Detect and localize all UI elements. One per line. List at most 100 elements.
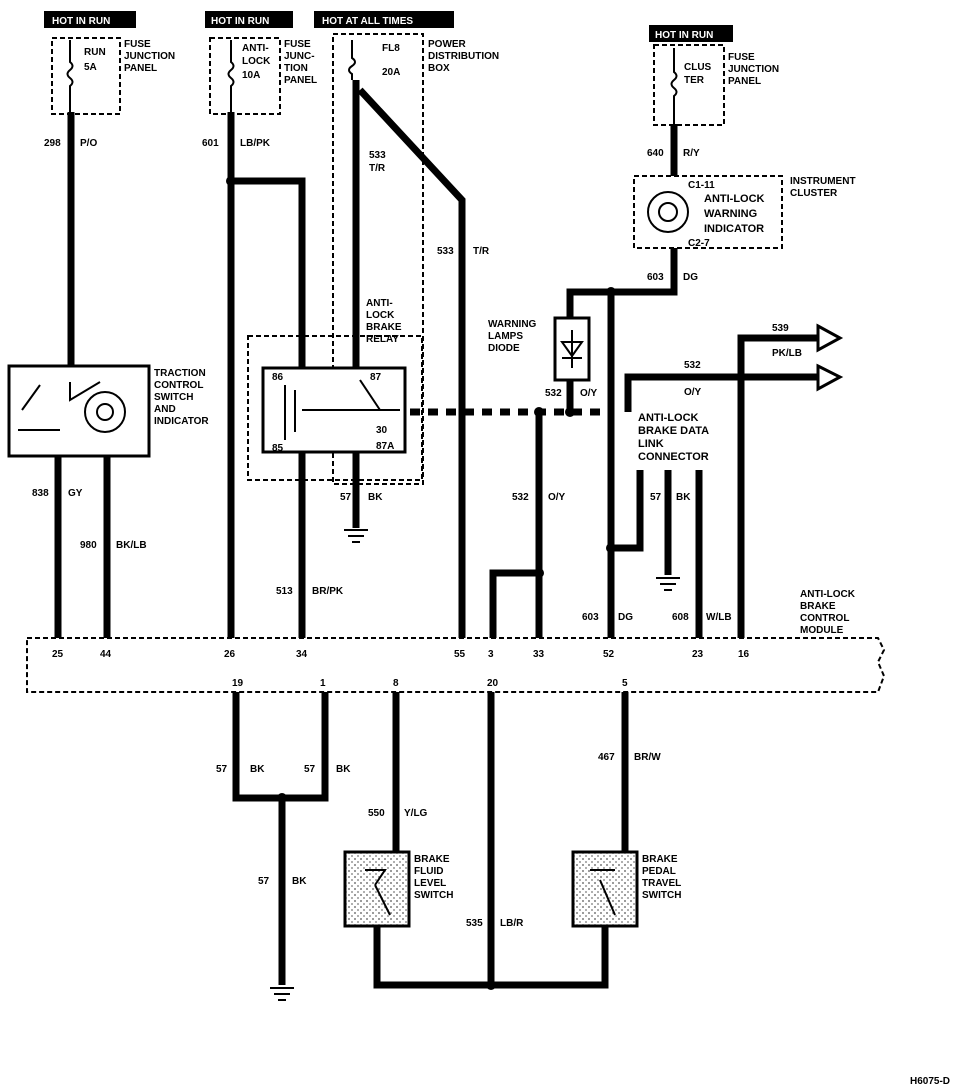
svg-text:55: 55 — [454, 649, 466, 660]
anti-lock-brake-control-module — [26, 637, 886, 693]
svg-text:33: 33 — [533, 649, 545, 660]
svg-text:BRAKE: BRAKE — [414, 854, 450, 865]
svg-text:BOX: BOX — [428, 63, 450, 74]
svg-text:30: 30 — [376, 425, 388, 436]
wire-535 — [373, 692, 609, 989]
diode-label: WARNING LAMPS DIODE — [488, 319, 537, 354]
svg-text:Y/LG: Y/LG — [404, 808, 428, 819]
svg-text:MODULE: MODULE — [800, 625, 844, 636]
svg-text:BR/PK: BR/PK — [312, 586, 344, 597]
svg-text:10A: 10A — [242, 70, 260, 81]
fluid-switch-label: BRAKE FLUID LEVEL SWITCH — [414, 854, 453, 901]
svg-text:ANTI-: ANTI- — [242, 43, 269, 54]
svg-text:BK: BK — [292, 876, 307, 887]
svg-text:532: 532 — [684, 360, 701, 371]
svg-text:AND: AND — [154, 404, 176, 415]
svg-text:P/O: P/O — [80, 138, 97, 149]
brake-fluid-level-switch — [343, 850, 411, 928]
wire-532 — [410, 363, 844, 638]
svg-text:BRAKE: BRAKE — [800, 601, 836, 612]
svg-text:CONTROL: CONTROL — [800, 613, 849, 624]
svg-text:DIODE: DIODE — [488, 343, 520, 354]
warning-lamps-diode — [553, 316, 591, 382]
pdb-label: POWER DISTRIBUTION BOX — [428, 39, 499, 74]
svg-text:BK/LB: BK/LB — [116, 540, 147, 551]
svg-text:DISTRIBUTION: DISTRIBUTION — [428, 51, 499, 62]
svg-text:44: 44 — [100, 649, 112, 660]
svg-text:533: 533 — [369, 150, 386, 161]
svg-text:WARNING: WARNING — [488, 319, 537, 330]
svg-text:CONNECTOR: CONNECTOR — [638, 451, 709, 463]
svg-text:HOT IN RUN: HOT IN RUN — [655, 30, 713, 41]
wire-603 — [566, 248, 678, 638]
svg-text:LEVEL: LEVEL — [414, 878, 446, 889]
document-code: H6075-D — [910, 1076, 950, 1087]
svg-text:980: 980 — [80, 540, 97, 551]
svg-text:TER: TER — [684, 75, 705, 86]
svg-text:513: 513 — [276, 586, 293, 597]
svg-text:5: 5 — [622, 678, 628, 689]
relay-label: ANTI- LOCK BRAKE RELAY — [366, 298, 402, 345]
svg-text:CLUSTER: CLUSTER — [790, 188, 838, 199]
svg-text:ANTI-: ANTI- — [366, 298, 393, 309]
svg-text:SWITCH: SWITCH — [154, 392, 193, 403]
svg-text:POWER: POWER — [428, 39, 467, 50]
wire-57-dlc-ground — [656, 470, 680, 591]
svg-text:HOT IN RUN: HOT IN RUN — [211, 16, 269, 27]
svg-text:539: 539 — [772, 323, 789, 334]
wire-labels: 298 P/O 601 LB/PK 533 T/R 533 T/R 640 R/… — [32, 138, 802, 929]
svg-text:C1-11: C1-11 — [688, 180, 715, 191]
svg-text:3: 3 — [488, 649, 494, 660]
svg-text:BK: BK — [250, 764, 265, 775]
svg-text:TRAVEL: TRAVEL — [642, 878, 681, 889]
fuse-run-5a: RUN 5A — [51, 37, 121, 115]
svg-text:INDICATOR: INDICATOR — [154, 416, 209, 427]
svg-text:LB/R: LB/R — [500, 918, 524, 929]
svg-text:57: 57 — [340, 492, 352, 503]
svg-text:26: 26 — [224, 649, 236, 660]
svg-text:CLUS: CLUS — [684, 62, 712, 73]
svg-text:JUNCTION: JUNCTION — [124, 51, 175, 62]
svg-text:BK: BK — [336, 764, 351, 775]
svg-text:GY: GY — [68, 488, 83, 499]
svg-text:PK/LB: PK/LB — [772, 348, 802, 359]
svg-text:BRAKE: BRAKE — [366, 322, 402, 333]
svg-text:87A: 87A — [376, 441, 394, 452]
svg-text:ANTI-LOCK: ANTI-LOCK — [800, 589, 856, 600]
svg-text:52: 52 — [603, 649, 615, 660]
svg-text:CONTROL: CONTROL — [154, 380, 203, 391]
header-hot-in-run-1: HOT IN RUN — [44, 11, 136, 28]
svg-text:TRACTION: TRACTION — [154, 368, 206, 379]
fuse-panel-label-1: FUSE JUNCTION PANEL — [124, 39, 175, 74]
svg-text:O/Y: O/Y — [548, 492, 566, 503]
svg-text:DG: DG — [618, 612, 633, 623]
splice-points — [226, 176, 616, 990]
svg-text:RELAY: RELAY — [366, 334, 399, 345]
svg-text:20: 20 — [487, 678, 499, 689]
svg-text:FUSE: FUSE — [124, 39, 151, 50]
svg-text:SWITCH: SWITCH — [642, 890, 681, 901]
svg-text:57: 57 — [304, 764, 316, 775]
svg-text:JUNCTION: JUNCTION — [728, 64, 779, 75]
svg-text:532: 532 — [545, 388, 562, 399]
pedal-switch-label: BRAKE PEDAL TRAVEL SWITCH — [642, 854, 681, 901]
header-hot-at-all-times: HOT AT ALL TIMES — [314, 11, 454, 28]
svg-text:T/R: T/R — [369, 163, 386, 174]
svg-text:838: 838 — [32, 488, 49, 499]
svg-text:C2-7: C2-7 — [688, 238, 710, 249]
svg-text:87: 87 — [370, 372, 382, 383]
svg-text:ANTI-LOCK: ANTI-LOCK — [704, 193, 765, 205]
svg-text:O/Y: O/Y — [580, 388, 598, 399]
svg-text:PEDAL: PEDAL — [642, 866, 676, 877]
svg-text:W/LB: W/LB — [706, 612, 732, 623]
svg-text:LOCK: LOCK — [242, 56, 271, 67]
svg-text:608: 608 — [672, 612, 689, 623]
module-pins-top: 25 44 26 34 55 3 33 52 23 16 — [52, 649, 750, 660]
instrument-cluster: C1-11 ANTI-LOCK WARNING INDICATOR C2-7 — [633, 175, 783, 249]
fuse-panel-label-3: FUSE JUNCTION PANEL — [728, 52, 779, 87]
brake-pedal-travel-switch — [571, 850, 639, 928]
wire-539 — [737, 323, 844, 638]
svg-text:O/Y: O/Y — [684, 387, 702, 398]
svg-text:550: 550 — [368, 808, 385, 819]
